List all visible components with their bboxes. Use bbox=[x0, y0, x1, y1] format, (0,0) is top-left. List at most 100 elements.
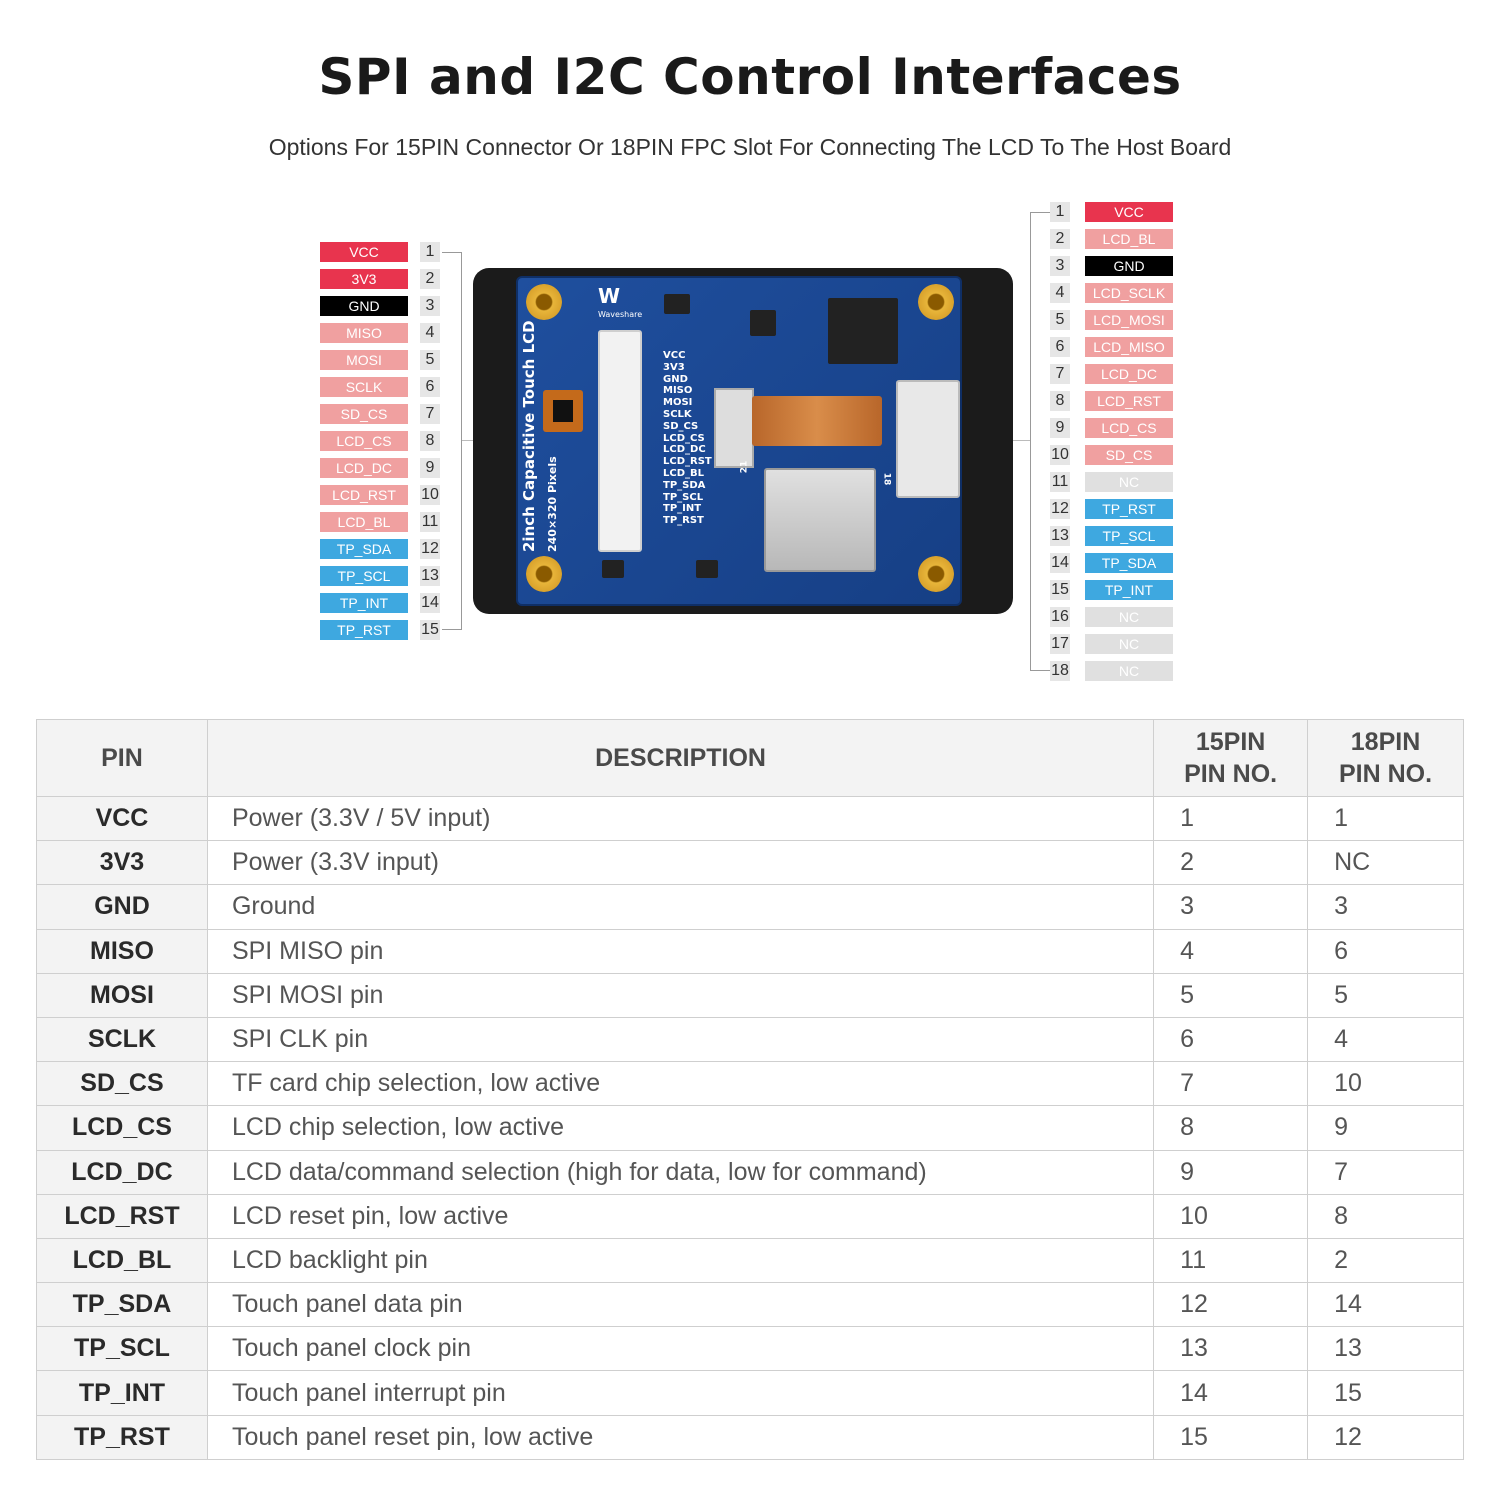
pin-label: SD_CS bbox=[1085, 445, 1173, 465]
pin-label: TP_SDA bbox=[320, 539, 408, 559]
silk-pin-label: TP_SDA bbox=[663, 479, 706, 491]
tf-card-slot bbox=[764, 468, 876, 572]
pin18-cell: 15 bbox=[1307, 1370, 1464, 1416]
pin-number: 15 bbox=[420, 620, 440, 640]
silk-pin-label: TP_SCL bbox=[663, 491, 704, 503]
small-chip-4 bbox=[696, 560, 718, 578]
silk-pin-label: SCLK bbox=[663, 408, 692, 420]
pin18-cell: 4 bbox=[1307, 1016, 1464, 1063]
pin15-cell: 2 bbox=[1153, 840, 1309, 886]
description-cell: LCD reset pin, low active bbox=[206, 1193, 1155, 1239]
pin-label: LCD_CS bbox=[320, 431, 408, 451]
pin18-cell: 2 bbox=[1307, 1237, 1464, 1284]
header-pin: PIN bbox=[36, 719, 208, 797]
pin-label: NC bbox=[1085, 472, 1173, 492]
pin15-cell: 4 bbox=[1153, 928, 1309, 974]
pin-row: 3V3 2 bbox=[320, 269, 440, 289]
pin-label: TP_RST bbox=[1085, 499, 1173, 519]
description-cell: LCD backlight pin bbox=[206, 1237, 1155, 1284]
silk-pin-label: GND bbox=[663, 373, 688, 385]
pin-label: 3V3 bbox=[320, 269, 408, 289]
pin-row: TP_SCL 13 bbox=[320, 566, 440, 586]
pin-row: LCD_DC 9 bbox=[320, 458, 440, 478]
pin-label: VCC bbox=[1085, 202, 1173, 222]
pin15-cell: 13 bbox=[1153, 1326, 1309, 1372]
pin-row: 11 NC bbox=[1050, 472, 1173, 492]
pin-cell: TP_RST bbox=[36, 1414, 208, 1460]
pin-number: 14 bbox=[420, 593, 440, 613]
pin-number: 3 bbox=[1050, 256, 1070, 276]
ic-chip bbox=[828, 298, 898, 364]
pin15-cell: 7 bbox=[1153, 1061, 1309, 1107]
pin-label: NC bbox=[1085, 661, 1173, 681]
pin-number: 2 bbox=[1050, 229, 1070, 249]
silk-pin-label: LCD_DC bbox=[663, 444, 706, 456]
pin-label: LCD_RST bbox=[320, 485, 408, 505]
pin-number: 4 bbox=[1050, 283, 1070, 303]
pin-label: TP_INT bbox=[1085, 580, 1173, 600]
pin18-cell: 13 bbox=[1307, 1326, 1464, 1372]
pin18-cell: 14 bbox=[1307, 1282, 1464, 1328]
small-chip-2 bbox=[750, 310, 776, 336]
pin15-cell: 9 bbox=[1153, 1149, 1309, 1195]
small-chip-1 bbox=[664, 294, 690, 314]
pin-number: 13 bbox=[420, 566, 440, 586]
ribbon-cable bbox=[752, 396, 882, 446]
board-product-name: 2inch Capacitive Touch LCD bbox=[520, 320, 538, 552]
pin-label: NC bbox=[1085, 607, 1173, 627]
silk-pin-label: MOSI bbox=[663, 397, 693, 409]
pin-number: 11 bbox=[1050, 472, 1070, 492]
pin-number: 9 bbox=[420, 458, 440, 478]
mounting-hole-top-right bbox=[918, 284, 954, 320]
pin18-cell: 1 bbox=[1307, 795, 1464, 842]
silk-pin-label: VCC bbox=[663, 350, 686, 361]
silk-pin-label: LCD_BL bbox=[663, 467, 705, 479]
pin-number: 7 bbox=[1050, 364, 1070, 384]
pin15-cell: 8 bbox=[1153, 1105, 1309, 1151]
pin-number: 11 bbox=[420, 512, 440, 532]
pin18-cell: 12 bbox=[1307, 1414, 1464, 1460]
pin-cell: TP_SCL bbox=[36, 1326, 208, 1372]
pin-label: LCD_SCLK bbox=[1085, 283, 1173, 303]
pin-label: LCD_DC bbox=[320, 458, 408, 478]
mounting-hole-bottom-right bbox=[918, 556, 954, 592]
description-cell: LCD chip selection, low active bbox=[206, 1105, 1155, 1151]
pin-label: LCD_RST bbox=[1085, 391, 1173, 411]
pin-label: TP_SCL bbox=[320, 566, 408, 586]
pin-number: 12 bbox=[420, 539, 440, 559]
pin-number: 9 bbox=[1050, 418, 1070, 438]
pin-number: 12 bbox=[1050, 499, 1070, 519]
pin-cell: TP_SDA bbox=[36, 1282, 208, 1328]
pin15-cell: 14 bbox=[1153, 1370, 1309, 1416]
pin-cell: VCC bbox=[36, 795, 208, 842]
pin-label: MOSI bbox=[320, 350, 408, 370]
pin-cell: MOSI bbox=[36, 972, 208, 1018]
pin-label: LCD_BL bbox=[1085, 229, 1173, 249]
silk-pin-label: LCD_RST bbox=[663, 456, 712, 468]
pin-number: 2 bbox=[420, 269, 440, 289]
pin-number: 14 bbox=[1050, 553, 1070, 573]
pin-number: 10 bbox=[420, 485, 440, 505]
small-chip-3 bbox=[602, 560, 624, 578]
